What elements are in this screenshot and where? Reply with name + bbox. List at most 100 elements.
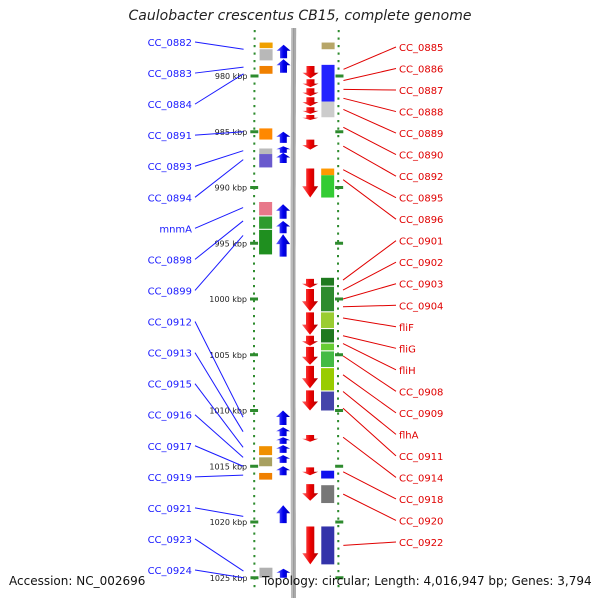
ruler-tick bbox=[250, 186, 259, 189]
leader-line bbox=[342, 471, 397, 500]
gene-label-right: CC_0904 bbox=[399, 301, 443, 312]
reverse-cds-arrow bbox=[302, 435, 319, 442]
forward-cds-arrow bbox=[276, 59, 291, 73]
gene-label-right: CC_0903 bbox=[399, 280, 443, 291]
leader-line bbox=[342, 355, 397, 392]
ring-dot bbox=[253, 112, 256, 115]
ring-dot bbox=[337, 322, 339, 325]
gene-label-right: CC_0908 bbox=[399, 387, 443, 398]
forward-cds-arrow bbox=[276, 437, 291, 444]
ring-dot bbox=[337, 345, 339, 348]
ring-dot bbox=[337, 30, 340, 33]
ring-dot bbox=[253, 270, 255, 273]
left-category-box bbox=[259, 567, 273, 578]
ring-dot bbox=[337, 60, 340, 63]
ring-dot bbox=[253, 420, 256, 423]
ring-dot bbox=[337, 232, 340, 235]
right-category-box bbox=[321, 526, 335, 565]
ring-dot bbox=[253, 210, 256, 213]
backbone-axis bbox=[290, 28, 297, 598]
ruler-tick-label: 990 kbp bbox=[215, 184, 248, 193]
leader-line bbox=[194, 538, 244, 572]
ring-dot bbox=[253, 165, 256, 168]
ring-dot bbox=[253, 495, 256, 498]
ring-dot bbox=[253, 435, 256, 438]
ring-dot bbox=[253, 127, 256, 130]
ring-dot bbox=[253, 247, 256, 250]
leader-line bbox=[343, 541, 397, 546]
ring-dot bbox=[253, 322, 255, 325]
ruler-tick-label: 980 kbp bbox=[215, 72, 248, 81]
ring-dot bbox=[253, 285, 255, 288]
left-category-box bbox=[259, 128, 273, 140]
ring-dot bbox=[337, 67, 340, 70]
ring-dot bbox=[337, 570, 340, 573]
ruler-tick-right bbox=[335, 409, 344, 412]
ring-dot bbox=[337, 97, 340, 100]
ring-dot bbox=[253, 292, 255, 295]
gene-label-left: CC_0915 bbox=[148, 380, 192, 391]
left-category-box bbox=[259, 446, 273, 456]
reverse-cds-arrow bbox=[302, 278, 318, 288]
right-category-box bbox=[321, 286, 335, 312]
ring-dot bbox=[337, 157, 340, 160]
ring-dot bbox=[337, 202, 340, 205]
ring-dot bbox=[337, 480, 340, 483]
gene-label-left: CC_0923 bbox=[148, 535, 192, 546]
right-category-box bbox=[321, 470, 335, 479]
ruler-tick-right bbox=[335, 186, 344, 189]
ring-dot bbox=[337, 367, 339, 370]
ruler-tick bbox=[250, 74, 259, 78]
leader-line bbox=[343, 88, 397, 91]
ring-dot bbox=[337, 420, 340, 423]
forward-cds-arrow bbox=[276, 410, 290, 425]
ring-dot bbox=[253, 30, 256, 33]
ring-dot bbox=[253, 337, 255, 340]
right-category-box bbox=[321, 42, 335, 50]
ring-dot bbox=[337, 45, 340, 48]
ring-dot bbox=[253, 397, 255, 400]
leader-line bbox=[342, 407, 397, 457]
ring-dot bbox=[253, 427, 256, 430]
ruler-tick-label: 1015 kbp bbox=[209, 462, 247, 471]
ring-dot bbox=[337, 277, 339, 280]
ring-dot bbox=[253, 525, 256, 528]
ring-dot bbox=[337, 262, 339, 265]
ring-dot bbox=[253, 97, 256, 100]
ruler-tick-right bbox=[335, 130, 344, 134]
ring-dot bbox=[253, 562, 256, 565]
ring-dot bbox=[253, 510, 256, 513]
gene-label-right: CC_0895 bbox=[399, 194, 443, 205]
ring-dot bbox=[337, 397, 339, 400]
ring-dot bbox=[253, 150, 256, 153]
gene-label-left: CC_0919 bbox=[148, 473, 192, 484]
ring-dot bbox=[253, 202, 256, 205]
leader-line bbox=[194, 383, 244, 448]
reverse-cds-arrow bbox=[302, 467, 319, 476]
right-category-box bbox=[321, 312, 335, 328]
ring-dot bbox=[253, 225, 256, 228]
ring-dot bbox=[253, 52, 256, 55]
right-category-box bbox=[321, 485, 335, 504]
leader-line bbox=[342, 436, 397, 478]
leader-line bbox=[194, 159, 244, 198]
ring-dot bbox=[337, 120, 340, 123]
ring-dot bbox=[253, 585, 256, 588]
left-category-box bbox=[259, 65, 273, 74]
ring-dot bbox=[253, 517, 256, 520]
ring-dot bbox=[337, 270, 339, 273]
ring-dot bbox=[253, 142, 256, 145]
ring-dot bbox=[253, 390, 255, 393]
genome-summary: Topology: circular; Length: 4,016,947 bp… bbox=[262, 574, 592, 588]
reverse-cds-arrow bbox=[302, 526, 319, 565]
ruler-tick bbox=[250, 409, 259, 412]
reverse-cds-arrow bbox=[302, 335, 318, 346]
leader-line bbox=[194, 73, 244, 105]
right-category-box bbox=[321, 277, 335, 286]
gene-labels: CC_0882CC_0883CC_0884CC_0891CC_0893CC_08… bbox=[148, 38, 444, 577]
ring-dot bbox=[337, 510, 340, 513]
leader-line bbox=[194, 66, 244, 74]
ring-dot bbox=[337, 52, 340, 55]
ring-dot bbox=[253, 232, 256, 235]
ring-dot bbox=[337, 555, 340, 558]
